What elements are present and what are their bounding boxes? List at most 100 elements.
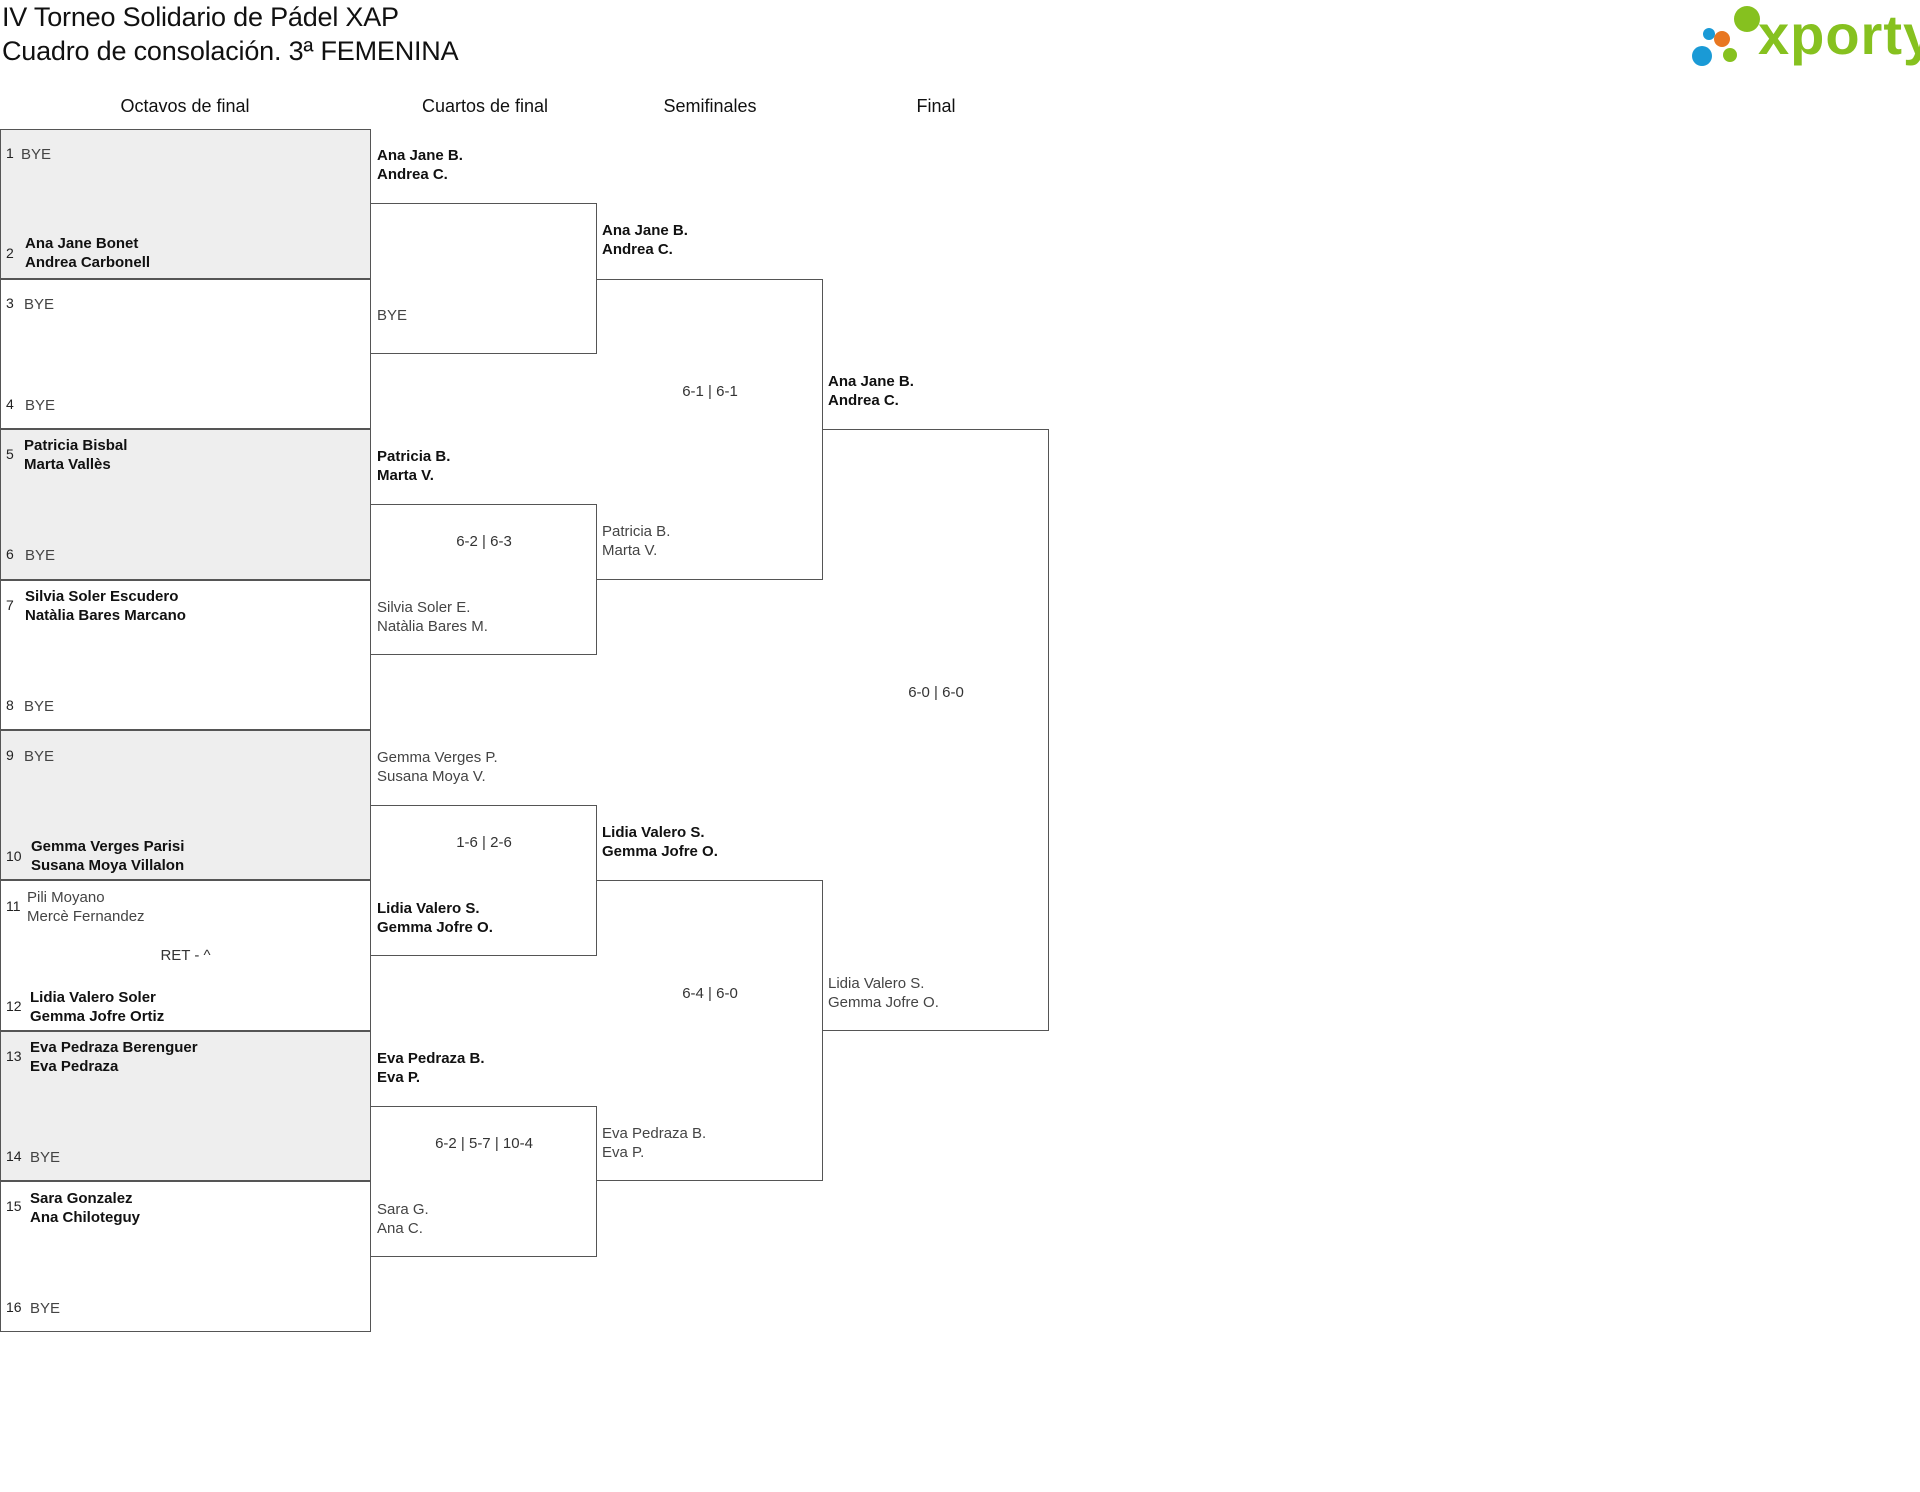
round-header-qf: Cuartos de final — [421, 96, 549, 116]
r16-match-4 — [0, 580, 371, 730]
team-name: Eva Pedraza B. — [602, 1125, 707, 1142]
seed-number: 3 — [6, 295, 14, 311]
team-name: Mercè Fernandez — [27, 908, 145, 925]
r16-match-7 — [0, 1031, 371, 1181]
seed-number: 10 — [6, 848, 22, 864]
final-match — [823, 429, 1049, 1031]
team-name: Eva Pedraza Berenguer — [30, 1039, 198, 1056]
team-name: Lidia Valero S. — [602, 824, 705, 841]
team-name: Gemma Jofre O. — [602, 843, 718, 860]
seed-number: 12 — [6, 998, 22, 1014]
team-name: Gemma Verges Parisi — [31, 838, 185, 855]
qf-match-3 — [371, 805, 597, 956]
team-name: Andrea C. — [602, 241, 673, 258]
team-name: Andrea C. — [377, 166, 448, 183]
r16-match-2 — [0, 279, 371, 429]
team-name: BYE — [24, 748, 55, 765]
team-name: Marta V. — [602, 542, 658, 559]
team-name: Ana Jane B. — [828, 373, 914, 390]
logo-dot-green-small-icon — [1723, 48, 1737, 62]
team-name: Ana Chiloteguy — [30, 1209, 141, 1226]
logo-text: xporty — [1758, 3, 1920, 66]
match-result: RET - ^ — [160, 947, 211, 964]
team-name: Lidia Valero S. — [377, 900, 480, 917]
seed-number: 6 — [6, 546, 14, 562]
seed-number: 1 — [6, 145, 14, 161]
seed-number: 8 — [6, 697, 14, 713]
match-score: 1-6 | 2-6 — [456, 834, 512, 851]
seed-number: 7 — [6, 597, 14, 613]
team-name: BYE — [25, 547, 56, 564]
team-name: Natàlia Bares Marcano — [25, 607, 186, 624]
team-name: Lidia Valero S. — [828, 975, 925, 992]
logo-dot-blue-icon — [1692, 46, 1712, 66]
seed-number: 13 — [6, 1048, 22, 1064]
round-header-final: Final — [916, 96, 956, 116]
team-name: Eva Pedraza — [30, 1058, 119, 1075]
team-name: Susana Moya Villalon — [31, 857, 185, 874]
team-name: Patricia Bisbal — [24, 437, 128, 454]
page-title: IV Torneo Solidario de Pádel XAP — [2, 2, 399, 32]
team-name: BYE — [30, 1300, 61, 1317]
team-name: BYE — [21, 146, 52, 163]
team-name: Gemma Verges P. — [377, 749, 498, 766]
team-name: Andrea C. — [828, 392, 899, 409]
team-name: Andrea Carbonell — [25, 254, 151, 271]
match-score: 6-4 | 6-0 — [682, 985, 738, 1002]
r16-match-6 — [0, 880, 371, 1031]
team-name: Sara Gonzalez — [30, 1190, 133, 1207]
r16-match-8 — [0, 1181, 371, 1332]
logo-dot-blue-small-icon — [1703, 28, 1715, 40]
qf-match-2 — [371, 504, 597, 655]
team-name: BYE — [24, 296, 55, 313]
seed-number: 15 — [6, 1198, 22, 1214]
match-score: 6-1 | 6-1 — [682, 383, 738, 400]
seed-number: 16 — [6, 1299, 22, 1315]
logo-dot-orange-icon — [1714, 31, 1730, 47]
seed-number: 11 — [6, 898, 21, 914]
xporty-logo: xporty — [1690, 3, 1920, 74]
r16-match-5 — [0, 730, 371, 880]
team-name: Natàlia Bares M. — [377, 618, 488, 635]
team-name: Eva P. — [377, 1069, 421, 1086]
team-name: Ana Jane B. — [602, 222, 688, 239]
team-name: Marta V. — [377, 467, 434, 484]
team-name: Patricia B. — [377, 448, 451, 465]
seed-number: 5 — [6, 446, 14, 462]
team-name: Eva P. — [602, 1144, 645, 1161]
qf-match-4 — [371, 1106, 597, 1257]
sf-match-1 — [597, 279, 823, 580]
match-score: 6-0 | 6-0 — [908, 684, 964, 701]
round-header-r16: Octavos de final — [120, 96, 250, 116]
seed-number: 4 — [6, 396, 14, 412]
team-name: BYE — [25, 397, 56, 414]
seed-number: 9 — [6, 747, 14, 763]
team-name: BYE — [377, 307, 408, 324]
team-name: Patricia B. — [602, 523, 671, 540]
page-subtitle: Cuadro de consolación. 3ª FEMENINA — [2, 36, 459, 66]
team-name: Silvia Soler Escudero — [25, 588, 179, 605]
qf-match-1 — [371, 203, 597, 354]
team-name: Eva Pedraza B. — [377, 1050, 485, 1067]
team-name: Gemma Jofre Ortiz — [30, 1008, 165, 1025]
team-name: Ana C. — [377, 1220, 423, 1237]
seed-number: 14 — [6, 1148, 22, 1164]
team-name: Ana Jane B. — [377, 147, 463, 164]
team-name: Gemma Jofre O. — [828, 994, 939, 1011]
team-name: Lidia Valero Soler — [30, 989, 156, 1006]
team-name: Susana Moya V. — [377, 768, 486, 785]
team-name: BYE — [30, 1149, 61, 1166]
team-name: BYE — [24, 698, 55, 715]
team-name: Gemma Jofre O. — [377, 919, 493, 936]
sf-match-2 — [597, 880, 823, 1181]
team-name: Silvia Soler E. — [377, 599, 471, 616]
team-name: Ana Jane Bonet — [25, 235, 139, 252]
team-name: Sara G. — [377, 1201, 429, 1218]
round-header-sf: Semifinales — [663, 96, 757, 116]
seed-number: 2 — [6, 245, 14, 261]
match-score: 6-2 | 5-7 | 10-4 — [435, 1135, 533, 1152]
logo-dot-green-icon — [1734, 6, 1760, 32]
match-score: 6-2 | 6-3 — [456, 533, 512, 550]
team-name: Pili Moyano — [27, 889, 105, 906]
team-name: Marta Vallès — [24, 456, 111, 473]
